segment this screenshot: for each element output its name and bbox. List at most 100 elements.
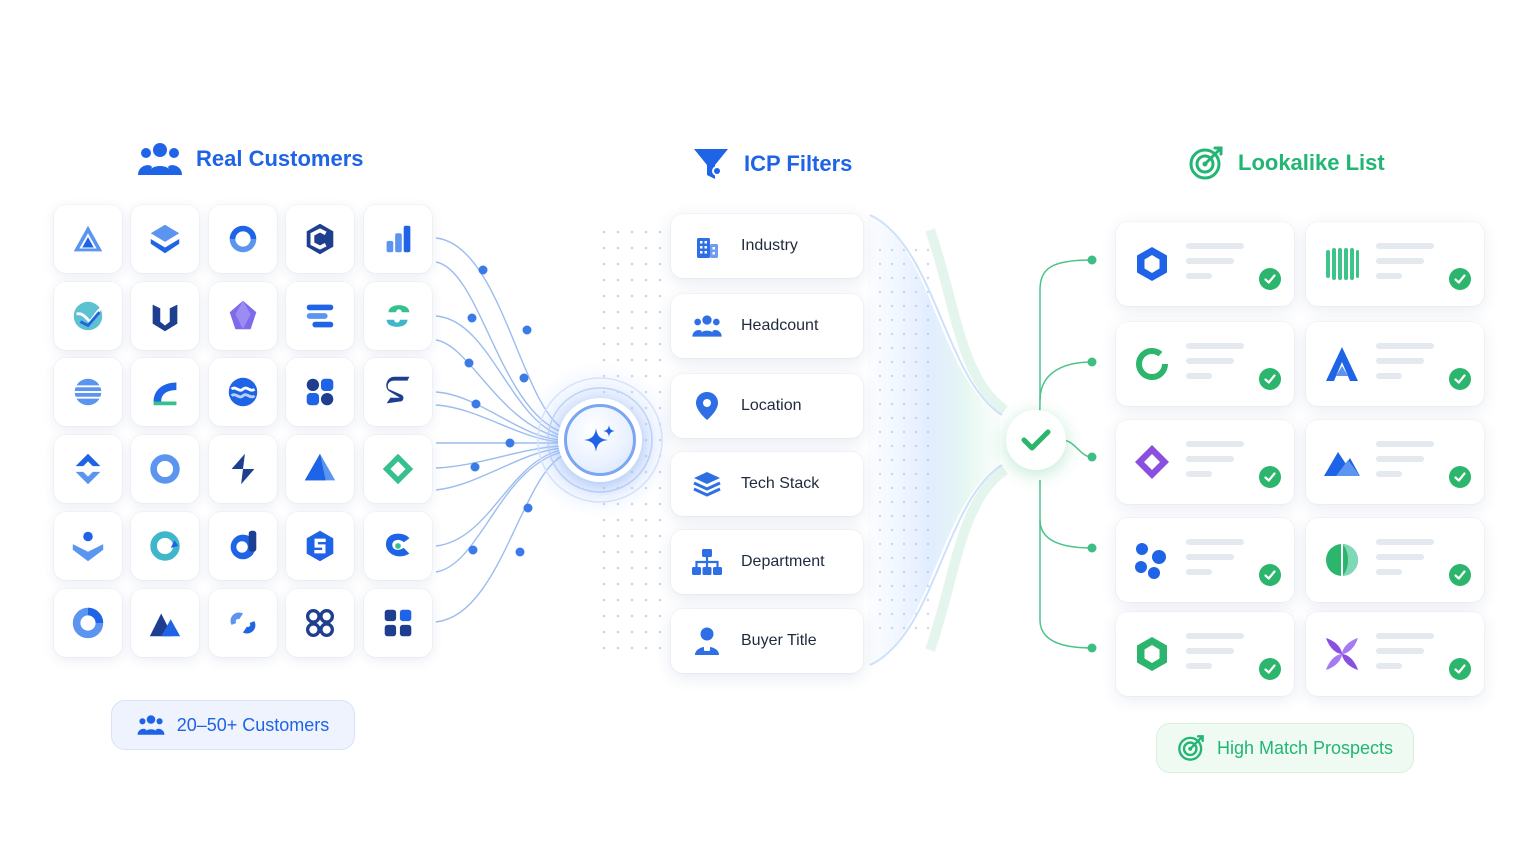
check-icon xyxy=(1449,564,1471,586)
placeholder-line xyxy=(1186,456,1234,462)
check-icon xyxy=(1259,564,1281,586)
mountain-logo-icon xyxy=(1320,440,1364,484)
placeholder-line xyxy=(1376,343,1434,349)
placeholder-line xyxy=(1186,243,1244,249)
person-logo-icon xyxy=(72,531,104,562)
gem-logo-icon xyxy=(229,300,257,330)
customer-logo-tile xyxy=(209,589,277,657)
placeholder-line xyxy=(1376,539,1434,545)
icp-filters-title: ICP Filters xyxy=(744,151,853,176)
four-dots-logo-icon xyxy=(306,378,334,406)
customer-logo-tile xyxy=(286,512,354,580)
customer-logo-tile xyxy=(54,589,122,657)
diamond-outline-logo-icon xyxy=(382,453,414,485)
customer-logo-tile xyxy=(364,589,432,657)
leaf-logo-icon xyxy=(1320,538,1364,582)
c-shape-logo-icon xyxy=(385,533,410,557)
branch-nodes xyxy=(1087,255,1097,653)
placeholder-line xyxy=(1186,343,1244,349)
org-chart-icon xyxy=(689,544,725,580)
placeholder-line xyxy=(1186,539,1244,545)
prospect-card[interactable] xyxy=(1116,518,1294,602)
loops-logo-icon xyxy=(305,608,335,638)
placeholder-line xyxy=(1376,633,1434,639)
placeholder-line xyxy=(1186,569,1212,575)
customer-logo-tile xyxy=(54,358,122,426)
icp-filters-heading: ICP Filters xyxy=(692,145,852,183)
customer-logo-tile xyxy=(131,205,199,273)
prospect-card[interactable] xyxy=(1116,420,1294,504)
placeholder-line xyxy=(1186,258,1234,264)
target-icon xyxy=(1178,735,1204,761)
u-logo-icon xyxy=(152,304,178,332)
placeholder-line xyxy=(1186,633,1244,639)
filter-department[interactable]: Department xyxy=(671,530,863,594)
customers-count-label: 20–50+ Customers xyxy=(176,714,330,735)
check-icon xyxy=(1259,368,1281,390)
filter-tech-stack[interactable]: Tech Stack xyxy=(671,452,863,516)
prospect-card[interactable] xyxy=(1306,322,1484,406)
placeholder-line xyxy=(1376,471,1402,477)
waves-circle-logo-icon xyxy=(228,377,258,407)
connector-nodes xyxy=(464,265,533,557)
hexagon-outline-logo-icon xyxy=(1130,632,1174,676)
placeholder-line xyxy=(1376,373,1402,379)
real-customers-title: Real Customers xyxy=(196,146,364,171)
prospect-card[interactable] xyxy=(1306,420,1484,504)
lookalike-list-heading: Lookalike List xyxy=(1188,145,1385,181)
swirl-logo-icon xyxy=(386,305,410,327)
squares-logo-icon xyxy=(384,609,412,637)
hexagon-logo-icon xyxy=(1130,242,1174,286)
d-logo-icon xyxy=(230,530,257,560)
donut-logo-icon xyxy=(72,607,104,639)
filter-location[interactable]: Location xyxy=(671,374,863,438)
placeholder-line xyxy=(1376,456,1424,462)
users-icon xyxy=(138,143,182,175)
users-icon xyxy=(137,715,165,735)
lookalike-list-title: Lookalike List xyxy=(1238,150,1385,175)
customer-logo-tile xyxy=(131,512,199,580)
diamond-logo-icon xyxy=(1130,440,1174,484)
ai-hub xyxy=(558,398,642,482)
placeholder-line xyxy=(1376,258,1424,264)
customer-logo-tile xyxy=(364,512,432,580)
check-icon xyxy=(1449,368,1471,390)
check-icon xyxy=(1259,268,1281,290)
filter-headcount[interactable]: Headcount xyxy=(671,294,863,358)
prospect-card[interactable] xyxy=(1116,612,1294,696)
filter-label: Department xyxy=(741,553,825,570)
prospect-card[interactable] xyxy=(1116,322,1294,406)
high-match-label: High Match Prospects xyxy=(1216,737,1394,758)
placeholder-line xyxy=(1186,273,1212,279)
customer-logo-tile xyxy=(286,205,354,273)
stacked-diamond-logo-icon xyxy=(150,224,180,254)
customer-logo-tile xyxy=(209,512,277,580)
c-ring-logo-icon xyxy=(150,531,180,561)
customer-logo-tile xyxy=(364,282,432,350)
triangle-logo-icon xyxy=(73,225,103,252)
prospect-card[interactable] xyxy=(1306,612,1484,696)
customer-logo-tile xyxy=(209,282,277,350)
filter-buyer-title[interactable]: Buyer Title xyxy=(671,609,863,673)
filter-industry[interactable]: Industry xyxy=(671,214,863,278)
check-icon xyxy=(1449,268,1471,290)
prospect-card[interactable] xyxy=(1306,518,1484,602)
bars-logo-icon xyxy=(386,225,411,253)
layers-icon xyxy=(689,466,725,502)
customer-logo-tile xyxy=(131,282,199,350)
hex-c-logo-icon xyxy=(306,223,334,255)
filter-label: Buyer Title xyxy=(741,632,817,649)
placeholder-line xyxy=(1376,243,1434,249)
prospect-card[interactable] xyxy=(1306,222,1484,306)
bolt-logo-icon xyxy=(231,453,255,485)
striped-circle-logo-icon xyxy=(74,378,102,406)
check-icon xyxy=(1259,658,1281,680)
s-logo-icon xyxy=(386,376,410,404)
pyramid-logo-icon xyxy=(304,453,336,481)
placeholder-line xyxy=(1186,358,1234,364)
customer-logo-tile xyxy=(286,358,354,426)
globe-check-logo-icon xyxy=(73,301,103,331)
customer-logo-tile xyxy=(54,205,122,273)
filter-label: Location xyxy=(741,397,802,414)
prospect-card[interactable] xyxy=(1116,222,1294,306)
